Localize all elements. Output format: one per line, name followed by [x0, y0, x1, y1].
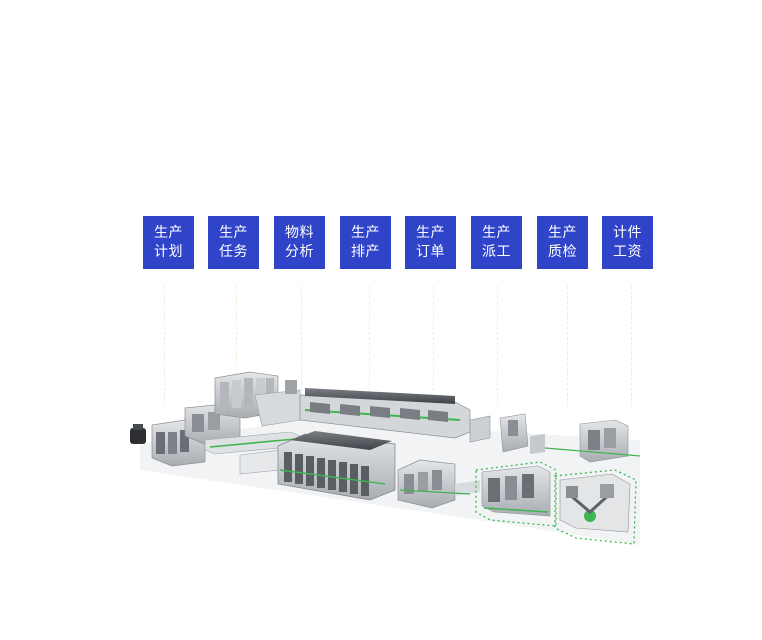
module-line1: 生产	[416, 225, 445, 241]
connector-line	[433, 286, 434, 406]
module-line2: 订单	[416, 244, 445, 260]
cabinet-array	[277, 431, 396, 501]
highlighted-station-1	[475, 461, 557, 527]
feeder-unit	[130, 424, 146, 444]
module-line1: 生产	[351, 225, 380, 241]
module-line2: 计划	[154, 244, 183, 260]
upper-line	[299, 388, 471, 439]
module-production-order[interactable]: 生产 订单	[405, 216, 456, 269]
connector-line	[301, 286, 302, 406]
module-production-task[interactable]: 生产 任务	[208, 216, 259, 269]
connector-line	[369, 286, 370, 406]
module-line2: 质检	[548, 244, 577, 260]
tower-units	[214, 371, 301, 427]
highlighted-station-2	[554, 469, 637, 545]
right-upper-units	[469, 413, 641, 463]
module-production-dispatch[interactable]: 生产 派工	[471, 216, 522, 269]
conveyor	[204, 431, 301, 475]
connector-line	[631, 286, 632, 406]
connector-line	[567, 286, 568, 406]
module-line2: 排产	[351, 244, 380, 260]
module-line1: 生产	[482, 225, 511, 241]
module-line2: 工资	[613, 244, 642, 260]
connector-line	[236, 286, 237, 406]
connector-line	[497, 286, 498, 406]
module-line1: 生产	[219, 225, 248, 241]
connector-line	[164, 286, 165, 406]
module-line1: 生产	[548, 225, 577, 241]
module-line2: 任务	[219, 244, 248, 260]
module-production-plan[interactable]: 生产 计划	[143, 216, 194, 269]
module-line2: 分析	[285, 244, 314, 260]
module-quality-inspection[interactable]: 生产 质检	[537, 216, 588, 269]
module-piecework-wages[interactable]: 计件 工资	[602, 216, 653, 269]
module-line1: 计件	[613, 225, 642, 241]
module-line2: 派工	[482, 244, 511, 260]
module-material-analysis[interactable]: 物料 分析	[274, 216, 325, 269]
module-line1: 物料	[285, 225, 314, 241]
module-production-scheduling[interactable]: 生产 排产	[340, 216, 391, 269]
module-line1: 生产	[154, 225, 183, 241]
middle-stations	[397, 459, 480, 509]
